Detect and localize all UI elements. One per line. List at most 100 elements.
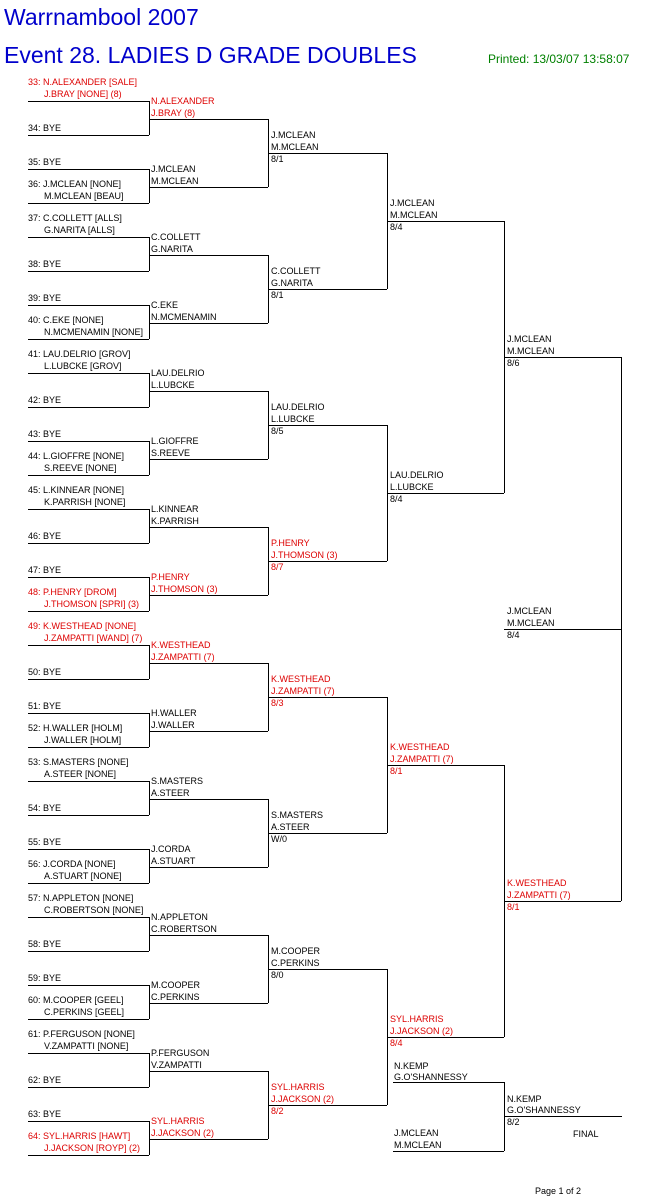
- final-label: FINAL: [573, 1129, 599, 1139]
- round4-line: [387, 493, 504, 494]
- round1-connector: [149, 441, 150, 475]
- round3-line: [268, 153, 387, 154]
- entrant-name: 36: J.MCLEAN [NONE]: [28, 179, 122, 189]
- entrant-line: [28, 237, 149, 238]
- round2-partner: C.ROBERTSON: [151, 924, 217, 934]
- round2-name: J.MCLEAN: [151, 164, 196, 174]
- round2-partner: J.WALLER: [151, 720, 195, 730]
- round2-name: K.WESTHEAD: [151, 640, 211, 650]
- round1-connector: [149, 713, 150, 747]
- entrant-line: [28, 713, 149, 714]
- entrant-line: [28, 1087, 149, 1088]
- round2-line: [149, 323, 268, 324]
- entrant-line: [28, 135, 149, 136]
- entrant-partner: J.WALLER [HOLM]: [44, 735, 122, 745]
- round2-partner: N.MCMENAMIN: [151, 312, 217, 322]
- entrant-line: [28, 985, 149, 986]
- round1-connector: [149, 101, 150, 135]
- entrant-partner: J.JACKSON [ROYP] (2): [44, 1143, 141, 1153]
- round2-partner: C.PERKINS: [151, 992, 200, 1002]
- round3-line: [268, 969, 387, 970]
- entrant-name: 38: BYE: [28, 259, 62, 269]
- round2-line: [149, 595, 268, 596]
- entrant-line: [28, 509, 149, 510]
- entrant-name: 37: C.COLLETT [ALLS]: [28, 213, 122, 223]
- entrant-partner: J.THOMSON [SPRI] (3): [44, 599, 140, 609]
- entrant-line: [28, 815, 149, 816]
- round4-partner: J.ZAMPATTI (7): [390, 754, 454, 764]
- round1-connector: [149, 305, 150, 339]
- event-title: Event 28. LADIES D GRADE DOUBLES: [4, 42, 417, 68]
- round4-name: SYL.HARRIS: [390, 1014, 444, 1024]
- entrant-line: [28, 951, 149, 952]
- round4-line: [387, 1037, 504, 1038]
- round2-partner: L.LUBCKE: [151, 380, 195, 390]
- round4-name: J.MCLEAN: [390, 198, 435, 208]
- entrant-partner: S.REEVE [NONE]: [44, 463, 117, 473]
- entrant-partner: N.MCMENAMIN [NONE]: [44, 327, 143, 337]
- round2-name: SYL.HARRIS: [151, 1116, 205, 1126]
- entrant-line: [28, 849, 149, 850]
- round2-partner: J.BRAY (8): [151, 108, 196, 118]
- round1-connector: [149, 169, 150, 203]
- round2-partner: A.STUART: [151, 856, 196, 866]
- round3-partner: J.THOMSON (3): [271, 550, 338, 560]
- entrant-line: [28, 1053, 149, 1054]
- round5-partner: M.MCLEAN: [507, 346, 555, 356]
- round3-name: K.WESTHEAD: [271, 674, 331, 684]
- round2-name: P.FERGUSON: [151, 1048, 210, 1058]
- round1-connector: [149, 1053, 150, 1087]
- playoff-winner-name: N.KEMP: [507, 1094, 542, 1104]
- round5-score: 8/1: [507, 902, 520, 912]
- playoff-top-partner: G.O'SHANNESSY: [394, 1072, 468, 1082]
- round5-name: K.WESTHEAD: [507, 878, 567, 888]
- round3-score: 8/5: [271, 426, 284, 436]
- round2-partner: K.PARRISH: [151, 516, 199, 526]
- round2-name: C.COLLETT: [151, 232, 201, 242]
- entrant-partner: K.PARRISH [NONE]: [44, 497, 126, 507]
- round2-line: [149, 1139, 268, 1140]
- entrant-name: 59: BYE: [28, 973, 62, 983]
- entrant-line: [28, 271, 149, 272]
- entrant-partner: L.LUBCKE [GROV]: [44, 361, 122, 371]
- round3-line: [268, 425, 387, 426]
- round2-name: L.GIOFFRE: [151, 436, 199, 446]
- round4-partner: L.LUBCKE: [390, 482, 434, 492]
- playoff-top-name: N.KEMP: [394, 1061, 429, 1071]
- round3-line: [268, 1105, 387, 1106]
- round2-name: M.COOPER: [151, 980, 201, 990]
- round2-partner: J.THOMSON (3): [151, 584, 218, 594]
- entrant-partner: M.MCLEAN [BEAU]: [44, 191, 124, 201]
- round2-line: [149, 935, 268, 936]
- entrant-partner: A.STUART [NONE]: [44, 871, 122, 881]
- round3-partner: C.PERKINS: [271, 958, 320, 968]
- round1-connector: [149, 1121, 150, 1155]
- entrant-name: 57: N.APPLETON [NONE]: [28, 893, 134, 903]
- entrant-partner: J.ZAMPATTI [WAND] (7): [44, 633, 143, 643]
- round2-partner: J.JACKSON (2): [151, 1128, 215, 1138]
- round4-score: 8/4: [390, 222, 403, 232]
- entrant-partner: C.ROBERTSON [NONE]: [44, 905, 144, 915]
- round6-score: 8/4: [507, 630, 520, 640]
- round5-connector: [621, 357, 622, 901]
- entrant-name: 62: BYE: [28, 1075, 62, 1085]
- round3-name: C.COLLETT: [271, 266, 321, 276]
- round2-partner: G.NARITA: [151, 244, 193, 254]
- entrant-line: [28, 101, 149, 102]
- round2-name: J.CORDA: [151, 844, 191, 854]
- round2-line: [149, 1071, 268, 1072]
- round3-line: [268, 289, 387, 290]
- entrant-name: 52: H.WALLER [HOLM]: [28, 723, 123, 733]
- round2-name: LAU.DELRIO: [151, 368, 205, 378]
- round1-connector: [149, 577, 150, 611]
- round2-line: [149, 867, 268, 868]
- round3-partner: J.ZAMPATTI (7): [271, 686, 335, 696]
- round2-name: L.KINNEAR: [151, 504, 199, 514]
- playoff-bottom-line: [393, 1151, 504, 1152]
- round1-connector: [149, 849, 150, 883]
- entrant-name: 54: BYE: [28, 803, 62, 813]
- round5-line: [504, 901, 621, 902]
- entrant-line: [28, 645, 149, 646]
- round3-line: [268, 833, 387, 834]
- round2-line: [149, 119, 268, 120]
